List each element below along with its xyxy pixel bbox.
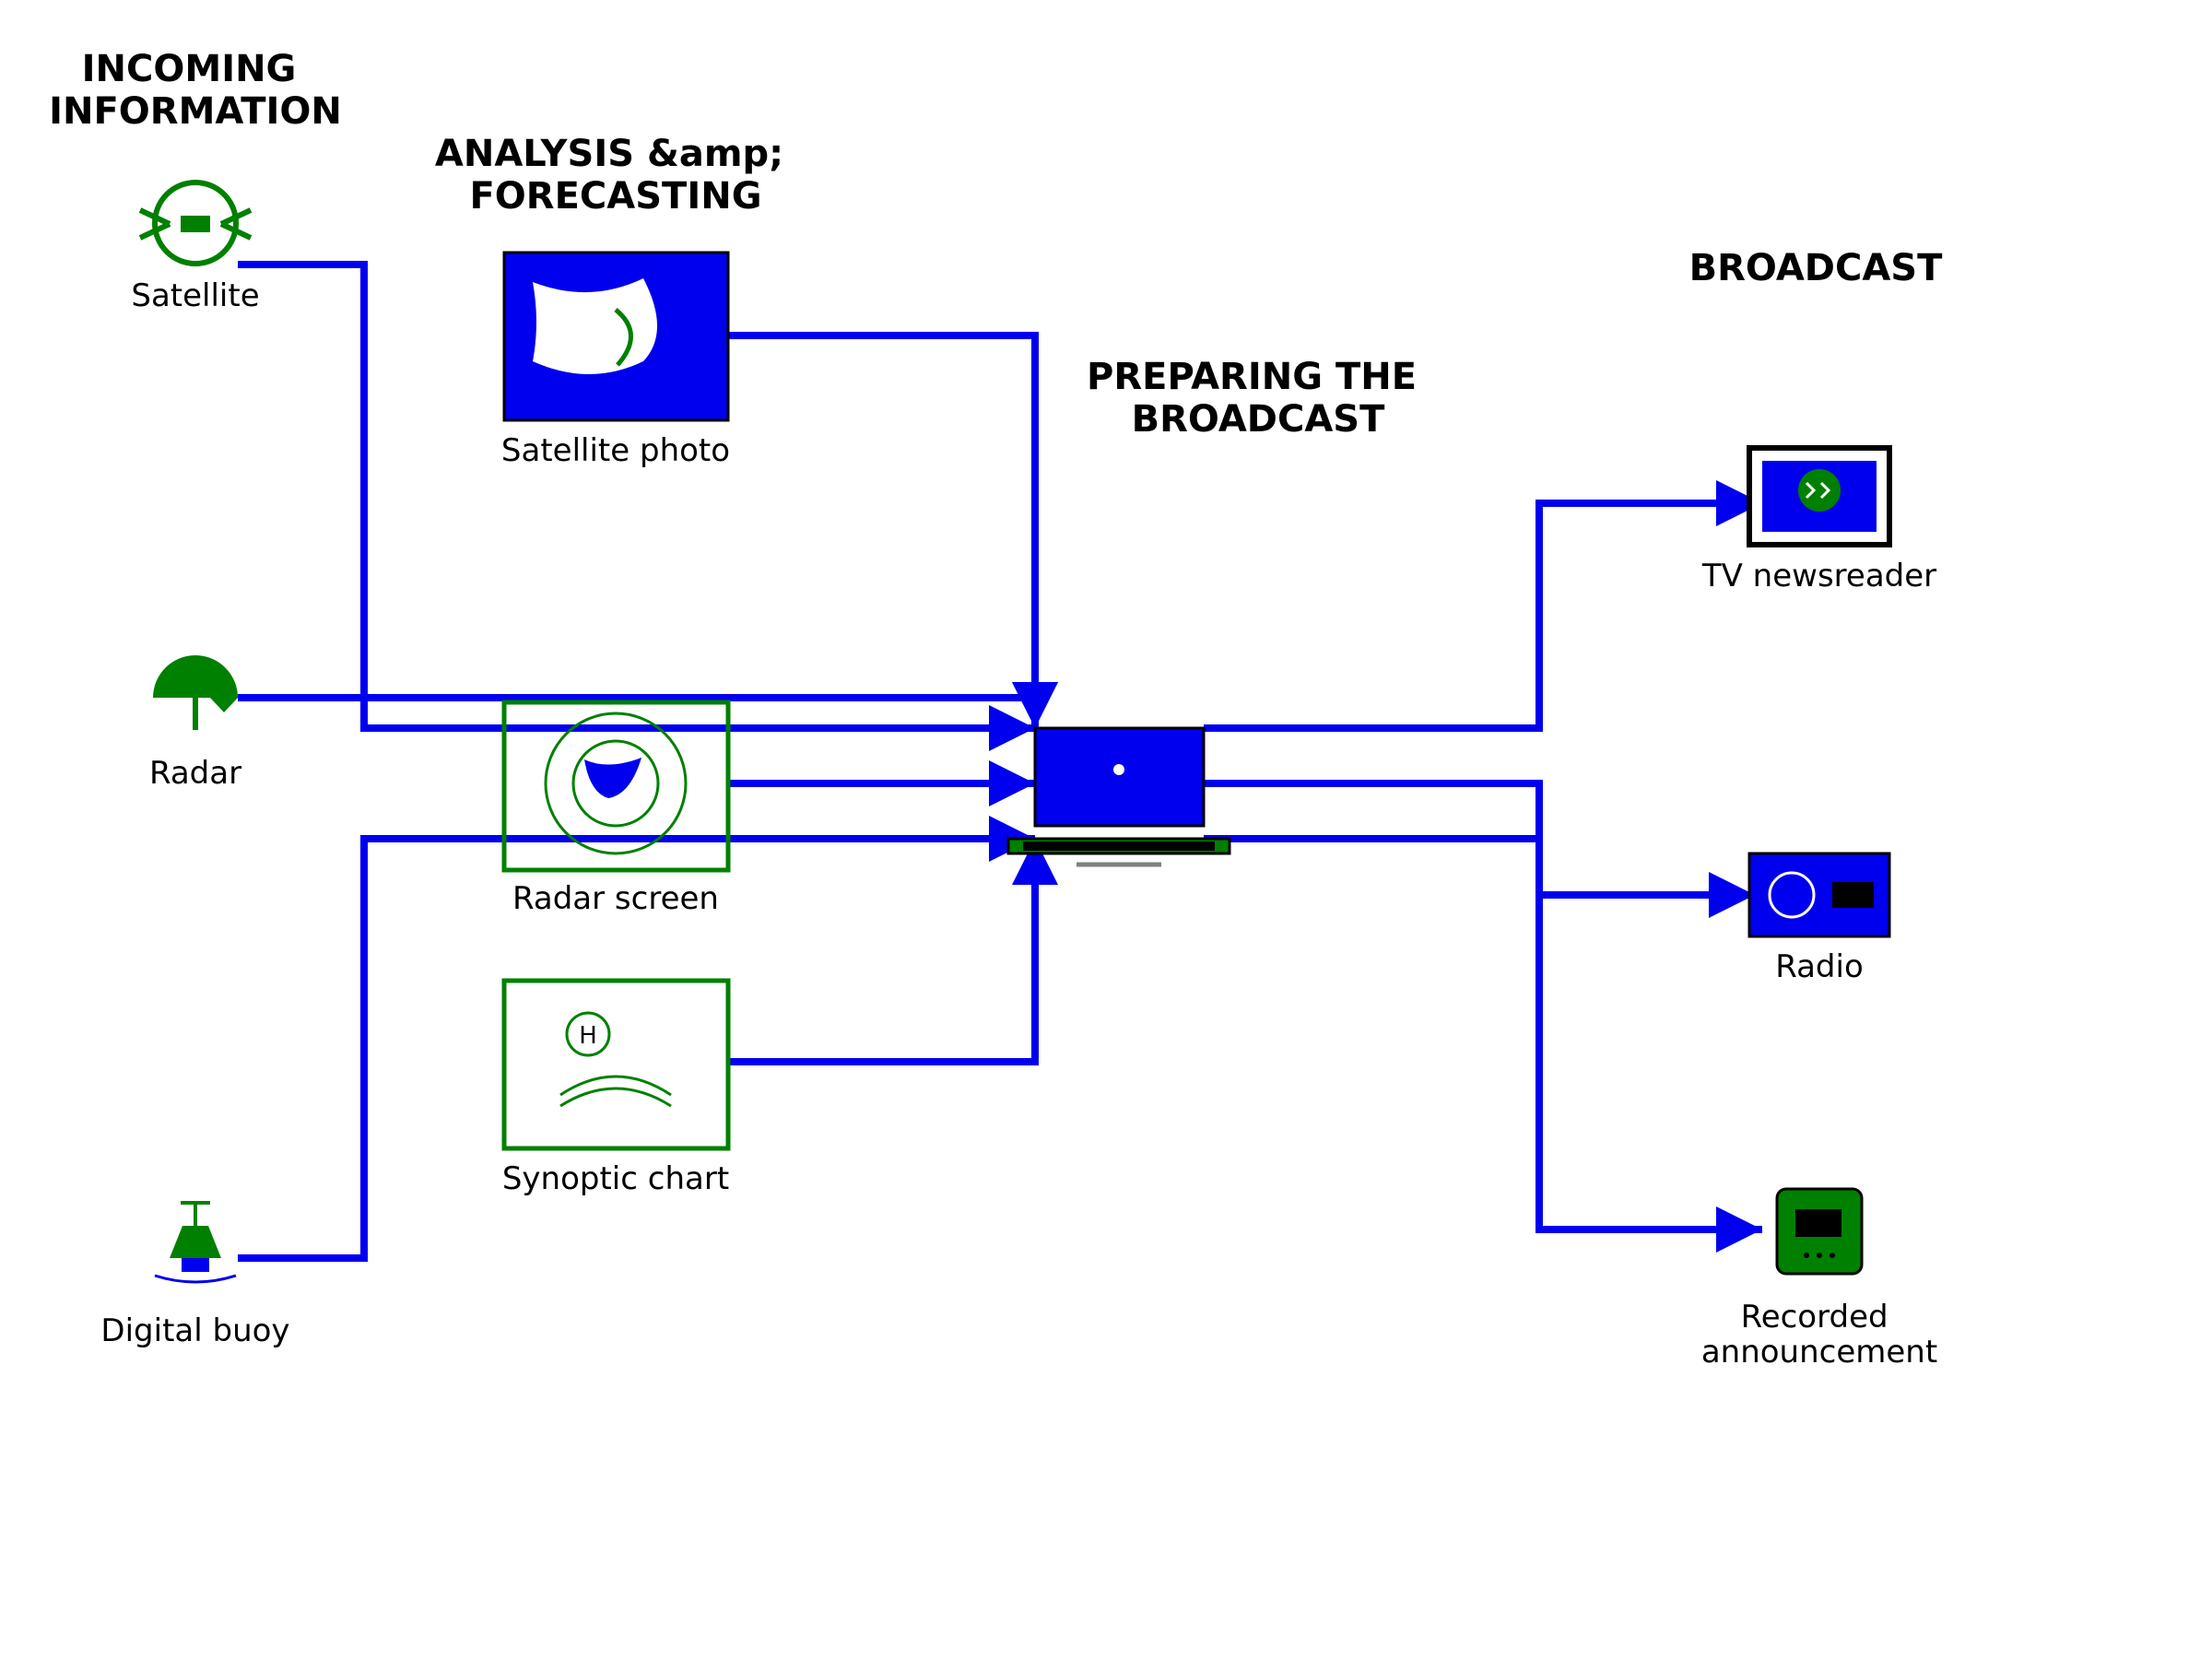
tv-icon (1747, 445, 1892, 547)
radio-icon (1747, 852, 1891, 938)
high-pressure-icon (565, 1011, 611, 1057)
high-pressure-marker: H (579, 1022, 597, 1050)
buoy-label: Digital buoy (100, 1312, 289, 1349)
synoptic-chart-frame (501, 978, 731, 1151)
cloud-shape-icon (533, 278, 657, 374)
heading-preparing-broadcast: PREPARING THE BROADCAST (1087, 356, 1430, 441)
flow-buoy-to-computer (238, 816, 1035, 1262)
heading-analysis-forecasting: ANALYSIS &amp; FORECASTING (435, 133, 796, 218)
satellite-photo-node: Satellite photo (501, 251, 730, 469)
radar-echo-icon (584, 758, 641, 798)
satellite-node: Satellite (131, 180, 260, 314)
radio-node: Radio (1747, 852, 1891, 985)
heading-broadcast: BROADCAST (1689, 247, 1944, 289)
satellite-icon (138, 180, 253, 266)
computer-icon (1006, 726, 1231, 867)
radar-dish-icon (153, 655, 238, 730)
synoptic-chart-node: H Synoptic chart (501, 978, 731, 1197)
recorded-announcement-label: Recorded announcement (1701, 1299, 1937, 1371)
radar-outer-ring (544, 712, 688, 855)
flow-synoptic-chart-to-computer (728, 839, 1058, 1065)
flow-satellite-to-computer (238, 261, 1035, 751)
recorded-announcement-node: Recorded announcement (1701, 1187, 1937, 1371)
flow-computer-to-tv (1204, 480, 1762, 732)
satellite-photo-label: Satellite photo (501, 432, 730, 469)
radar-node: Radar (149, 655, 241, 792)
synoptic-chart-label: Synoptic chart (502, 1160, 729, 1197)
weather-front-icon (614, 308, 633, 367)
radar-screen-node: Radar screen (501, 700, 731, 917)
flow-lines (238, 261, 1762, 1262)
radar-label: Radar (149, 755, 241, 792)
heading-incoming-information: INCOMING INFORMATION (49, 48, 342, 133)
isobar-line-1 (559, 1075, 672, 1097)
radar-screen-label: Radar screen (512, 880, 719, 917)
flow-satellite-photo-to-computer (728, 332, 1058, 728)
satellite-label: Satellite (131, 277, 259, 314)
buoy-node: Digital buoy (100, 1201, 290, 1349)
radar-screen-frame (501, 700, 731, 873)
radio-label: Radio (1775, 948, 1864, 985)
radar-inner-ring (571, 739, 660, 828)
buoy-icon (154, 1201, 237, 1284)
isobar-line-2 (559, 1087, 672, 1108)
tv-node: TV newsreader (1701, 445, 1936, 594)
tv-label: TV newsreader (1701, 558, 1936, 594)
flow-computer-to-recorder (1204, 835, 1762, 1253)
recorder-icon (1775, 1187, 1864, 1276)
